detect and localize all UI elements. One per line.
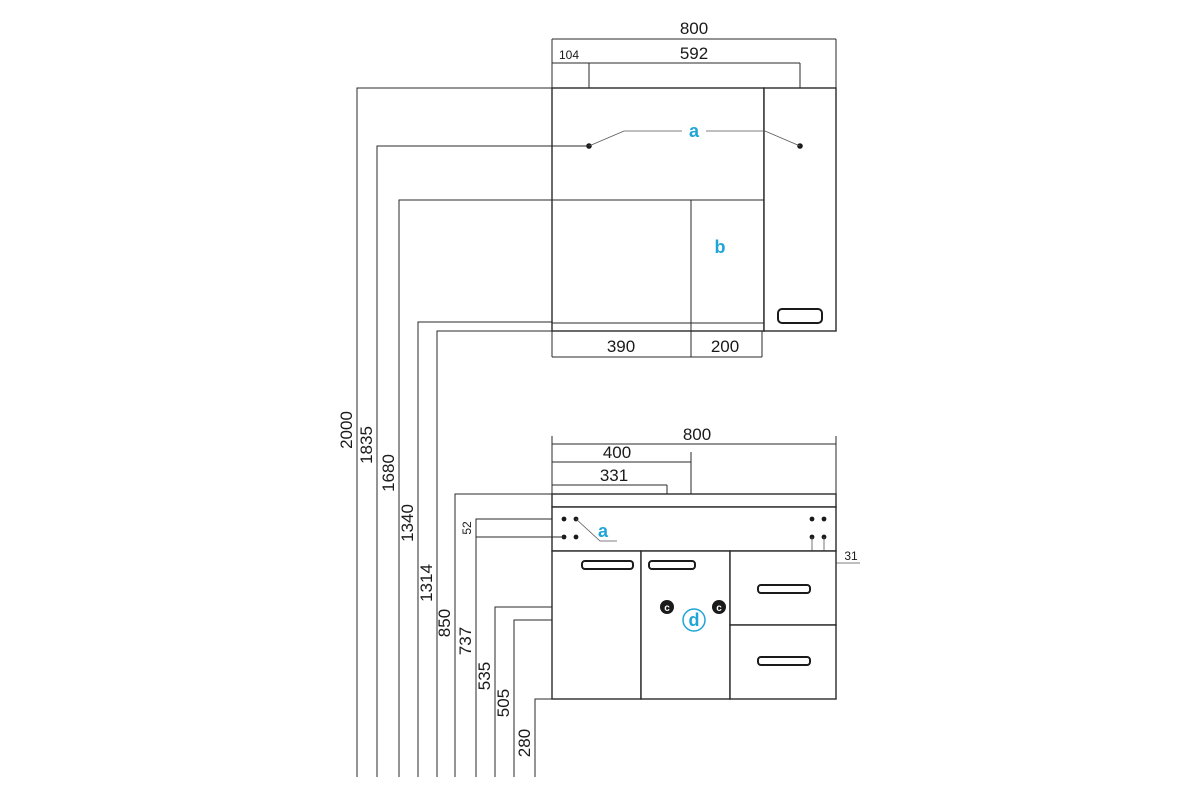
- vanity-mount-vertical-label: 52: [460, 521, 474, 535]
- vanity-basin: [551, 506, 837, 552]
- left-door-handle: [581, 560, 634, 570]
- height-1835-label: 1835: [357, 426, 376, 464]
- height-535-label: 535: [475, 662, 494, 690]
- height-1314-label: 1314: [417, 564, 436, 602]
- vanity-width-label: 800: [683, 425, 711, 444]
- vanity-mount-point: [561, 516, 567, 522]
- height-1680-label: 1680: [379, 454, 398, 492]
- vanity-drain-offset-label: 400: [603, 443, 631, 462]
- label-c-left: c: [664, 603, 670, 614]
- pipe-marker-c-left: [660, 600, 674, 614]
- vanity-countertop: [551, 493, 837, 508]
- vanity-mount-point: [573, 534, 579, 540]
- wall-shelf-depth-label: 390: [607, 337, 635, 356]
- wall-side-cabinet: [763, 87, 837, 332]
- height-1340-label: 1340: [398, 504, 417, 542]
- vanity-left-door: [551, 550, 642, 700]
- height-2000-label: 2000: [337, 411, 356, 449]
- wall-cabinet: 800 104 592 a b 390 200: [551, 19, 837, 358]
- wall-width-label: 800: [680, 19, 708, 38]
- vanity-mount-y-label: 31: [844, 549, 858, 563]
- label-b: b: [715, 237, 726, 257]
- vanity-unit: 800 400 331 a 52 36 31: [460, 425, 860, 700]
- top-drawer-handle: [757, 584, 811, 594]
- drain-marker-d: [682, 608, 706, 632]
- bottom-drawer-handle: [757, 656, 811, 666]
- wall-mount-spacing-label: 592: [680, 44, 708, 63]
- height-505-label: 505: [494, 689, 513, 717]
- vanity-mount-point: [809, 516, 815, 522]
- wall-cabinet-handle: [777, 308, 823, 324]
- wall-mount-offset-label: 104: [559, 48, 579, 62]
- vanity-pipe-offset-label: 331: [600, 466, 628, 485]
- vanity-mount-point: [821, 516, 827, 522]
- height-850-label: 850: [435, 609, 454, 637]
- pipe-marker-c-right: [712, 600, 726, 614]
- label-a-wall: a: [689, 121, 700, 141]
- height-280-label: 280: [515, 729, 534, 757]
- label-a-vanity: a: [598, 521, 609, 541]
- center-door-handle: [648, 560, 696, 570]
- height-dimensions: 2000 1835 1680 1340 1314 850 737 535 505…: [337, 87, 836, 777]
- label-d: d: [689, 610, 700, 630]
- label-c-right: c: [716, 603, 722, 614]
- wall-side-depth-label: 200: [711, 337, 739, 356]
- wall-cabinet-body: [551, 87, 765, 332]
- height-737-label: 737: [456, 627, 475, 655]
